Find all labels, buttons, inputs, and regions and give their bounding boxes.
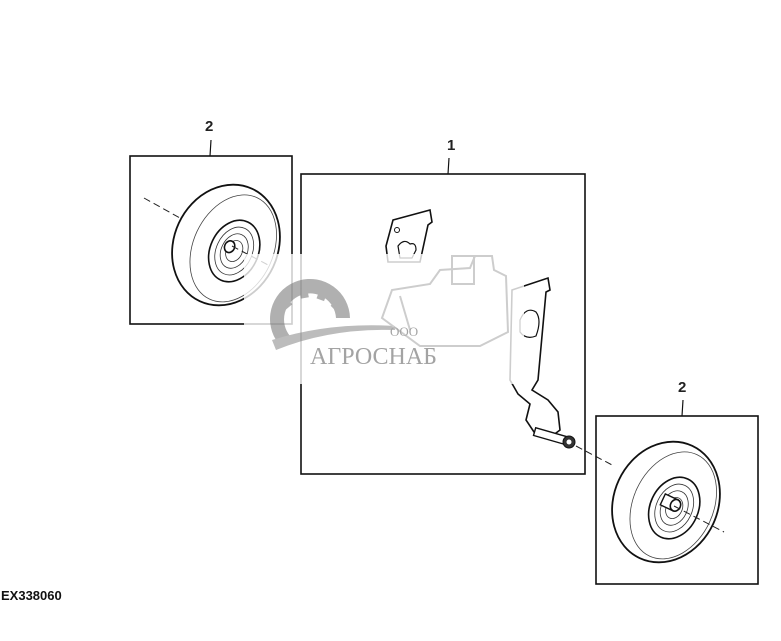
callout-bracket: 1 (447, 137, 455, 154)
left-wheel-frame (129, 155, 293, 325)
callout-left-wheel: 2 (205, 118, 213, 135)
watermark-prefix: ООО (390, 324, 418, 339)
callout-right-wheel: 2 (678, 379, 686, 396)
watermark: ООО АГРОСНАБ (244, 254, 524, 384)
gear-logo-icon (270, 278, 350, 340)
watermark-brand: АГРОСНАБ (310, 344, 437, 370)
bolt-icon (532, 426, 576, 449)
right-wheel-group (595, 399, 759, 585)
figure-id: EX338060 (1, 588, 62, 603)
right-wheel-frame (595, 415, 759, 585)
mounting-plate-icon (385, 208, 433, 263)
combine-harvester-icon (380, 255, 510, 347)
wheel-icon (611, 440, 721, 564)
